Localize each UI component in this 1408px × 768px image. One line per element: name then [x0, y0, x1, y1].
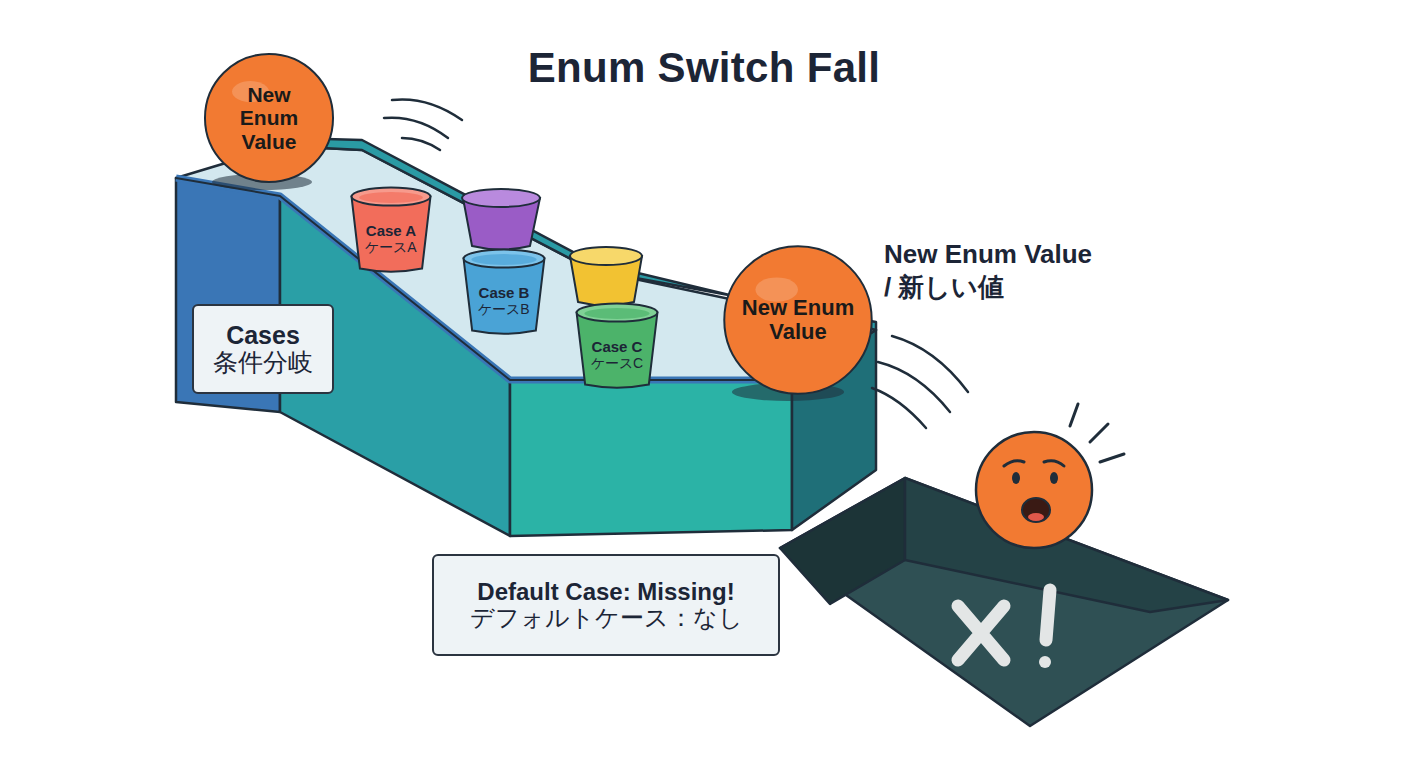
- ramp: [176, 138, 876, 536]
- callout-heading-ja: デフォルトケース：なし: [470, 605, 743, 631]
- node-content: Case AケースA: [349, 184, 433, 274]
- pit-wall: [780, 478, 905, 604]
- motion-line: [402, 138, 440, 150]
- motion-line: [384, 118, 448, 138]
- callout-heading: Cases: [226, 322, 300, 350]
- cup-purple: [462, 189, 540, 250]
- ball-label: New Enum Value: [233, 83, 305, 152]
- node-content: New Enum Value: [722, 244, 874, 396]
- eye: [1012, 472, 1020, 484]
- cup-yellow: [570, 247, 642, 306]
- cup-body: [352, 197, 431, 272]
- cup-body: [464, 259, 545, 334]
- ball-body: [205, 54, 333, 182]
- motion-line: [872, 388, 926, 428]
- node-content: Default Case: Missing!デフォルトケース：なし: [434, 556, 778, 654]
- case-name-ja: ケースC: [591, 356, 643, 371]
- callout-heading: Default Case: Missing!: [477, 579, 734, 605]
- eye: [1050, 472, 1058, 484]
- ramp-front-rail: [176, 178, 792, 380]
- annotation-label: New Enum Value / 新しい値: [884, 238, 1099, 303]
- enum-value-ball: New Enum Value: [203, 52, 335, 184]
- diagram-title: Enum Switch Fall: [0, 44, 1408, 92]
- cup-inside: [359, 192, 423, 203]
- ball-body: [976, 432, 1092, 548]
- shock-lines: [1070, 404, 1124, 462]
- enum-value-ball: New Enum Value: [722, 244, 874, 396]
- node-content: Cases条件分岐: [194, 306, 332, 392]
- mouth: [1022, 498, 1050, 522]
- cup-rim: [577, 304, 658, 322]
- node-content: Case BケースB: [461, 246, 547, 336]
- cup-rim: [352, 188, 431, 206]
- case-name-ja: ケースB: [478, 302, 529, 317]
- brow: [1044, 461, 1064, 466]
- cup-rim: [462, 189, 540, 207]
- ramp-flat-face: [510, 380, 792, 536]
- case-name-ja: ケースA: [365, 240, 416, 255]
- node-content: Case CケースC: [574, 300, 660, 390]
- default-case-callout: Default Case: Missing!デフォルトケース：なし: [432, 554, 780, 656]
- cup-inside: [584, 308, 649, 319]
- brow: [1004, 461, 1024, 466]
- cases-callout: Cases条件分岐: [192, 304, 334, 394]
- callout-heading-ja: 条件分岐: [213, 349, 313, 377]
- case-name: Case C: [592, 339, 643, 356]
- case-cup: Case CケースC: [574, 300, 660, 390]
- motion-line: [878, 362, 950, 412]
- cross-mark: [958, 606, 1004, 660]
- node-content: New Enum Value: [203, 52, 335, 184]
- exclamation-bar: [1046, 590, 1050, 640]
- motion-line: [392, 99, 462, 120]
- case-name: Case A: [366, 223, 416, 240]
- ball-body: [724, 246, 871, 393]
- ball-label: New Enum Value: [735, 296, 861, 344]
- error-symbol: [958, 590, 1051, 668]
- case-name: Case B: [479, 285, 530, 302]
- cup-inside: [471, 254, 536, 265]
- motion-line: [892, 336, 968, 392]
- cup-rim: [570, 247, 642, 265]
- sad-ball: [976, 404, 1124, 548]
- case-cup: Case BケースB: [461, 246, 547, 336]
- cup-rim: [464, 250, 545, 268]
- exclamation-dot: [1039, 656, 1051, 668]
- case-cup: Case AケースA: [349, 184, 433, 274]
- tongue: [1028, 513, 1044, 521]
- cup-body: [577, 313, 658, 388]
- motion-lines: [384, 99, 968, 428]
